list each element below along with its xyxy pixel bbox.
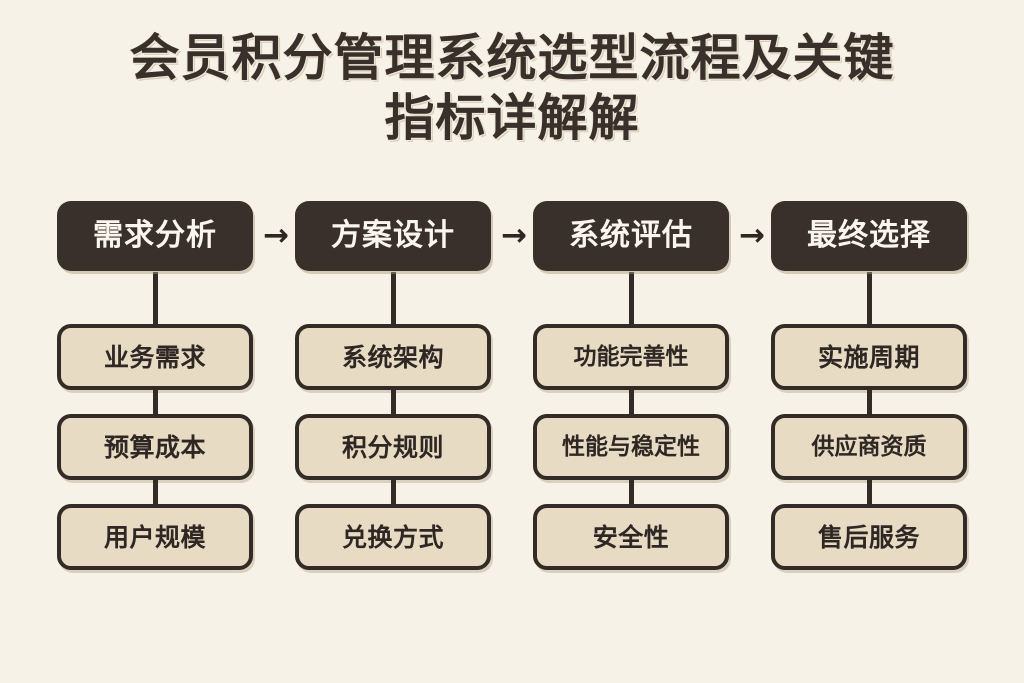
item-label: 兑换方式	[341, 522, 444, 552]
page-title-line-2: 指标详解解	[384, 89, 640, 147]
item-box-4-1[interactable]: 实施周期	[771, 324, 967, 390]
connector-item-1-1-to-1-2	[152, 390, 158, 414]
arrow-right-icon-1: →	[263, 217, 289, 254]
item-label: 供应商资质	[811, 433, 927, 460]
arrow-right-icon-2: →	[501, 217, 527, 254]
item-label: 预算成本	[103, 432, 206, 462]
item-label: 实施周期	[817, 342, 920, 372]
stage-row-1: 需求分析 →	[54, 200, 289, 272]
item-box-1-3[interactable]: 用户规模	[57, 504, 253, 570]
connector-stage-to-item-1	[152, 272, 158, 324]
item-box-1-1[interactable]: 业务需求	[57, 324, 253, 390]
stage-label: 系统评估	[569, 218, 693, 253]
flow-column-1: 需求分析 → 业务需求 预算成本 用户规模	[54, 200, 289, 570]
stage-box-solution-design[interactable]: 方案设计	[295, 201, 491, 271]
item-label: 用户规模	[103, 522, 206, 552]
connector-item-2-2-to-2-3	[390, 480, 396, 504]
connector-item-4-2-to-4-3	[866, 480, 872, 504]
connector-item-3-2-to-3-3	[628, 480, 634, 504]
item-label: 性能与稳定性	[562, 433, 700, 460]
stage-label: 最终选择	[807, 218, 931, 253]
item-box-3-2[interactable]: 性能与稳定性	[533, 414, 729, 480]
connector-stage-to-item-4	[866, 272, 872, 324]
arrow-right-icon-3: →	[739, 217, 765, 254]
item-box-4-2[interactable]: 供应商资质	[771, 414, 967, 480]
flow-column-2: 方案设计 → 系统架构 积分规则 兑换方式	[292, 200, 527, 570]
flow-column-3: 系统评估 → 功能完善性 性能与稳定性 安全性	[530, 200, 765, 570]
page-title: 会员积分管理系统选型流程及关键 指标详解解	[0, 28, 1024, 148]
item-box-2-2[interactable]: 积分规则	[295, 414, 491, 480]
item-box-3-3[interactable]: 安全性	[533, 504, 729, 570]
stage-label: 方案设计	[331, 218, 455, 253]
stage-label: 需求分析	[93, 218, 217, 253]
flow-column-4: 最终选择 → 实施周期 供应商资质 售后服务	[768, 200, 970, 570]
flow-diagram: 需求分析 → 业务需求 预算成本 用户规模 方案设计 →	[54, 200, 970, 570]
item-box-1-2[interactable]: 预算成本	[57, 414, 253, 480]
stage-box-final-selection[interactable]: 最终选择	[771, 201, 967, 271]
connector-item-3-1-to-3-2	[628, 390, 634, 414]
item-label: 售后服务	[817, 522, 920, 552]
item-label: 业务需求	[103, 342, 206, 372]
connector-item-4-1-to-4-2	[866, 390, 872, 414]
item-label: 功能完善性	[573, 343, 689, 370]
item-label: 系统架构	[341, 342, 444, 372]
item-box-3-1[interactable]: 功能完善性	[533, 324, 729, 390]
page-title-line-1: 会员积分管理系统选型流程及关键	[129, 29, 895, 87]
connector-stage-to-item-3	[628, 272, 634, 324]
item-box-2-1[interactable]: 系统架构	[295, 324, 491, 390]
stage-row-3: 系统评估 →	[530, 200, 765, 272]
item-label: 安全性	[592, 522, 670, 552]
connector-item-2-1-to-2-2	[390, 390, 396, 414]
stage-box-requirement-analysis[interactable]: 需求分析	[57, 201, 253, 271]
item-label: 积分规则	[341, 432, 444, 462]
stage-row-4: 最终选择 →	[768, 200, 970, 272]
connector-item-1-2-to-1-3	[152, 480, 158, 504]
connector-stage-to-item-2	[390, 272, 396, 324]
stage-row-2: 方案设计 →	[292, 200, 527, 272]
item-box-4-3[interactable]: 售后服务	[771, 504, 967, 570]
stage-box-system-evaluation[interactable]: 系统评估	[533, 201, 729, 271]
item-box-2-3[interactable]: 兑换方式	[295, 504, 491, 570]
